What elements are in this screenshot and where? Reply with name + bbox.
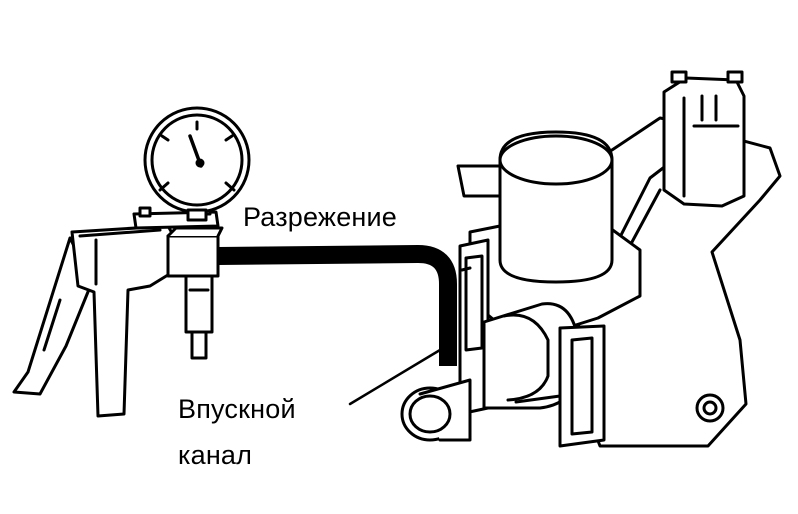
vacuum-label: Разрежение bbox=[243, 202, 398, 232]
intake-label-line1: Впускной bbox=[178, 394, 296, 424]
intake-label-line2: канал bbox=[178, 440, 253, 470]
hand-vacuum-pump bbox=[12, 204, 224, 418]
intake-leader-line bbox=[348, 348, 442, 406]
vacuum-hose bbox=[217, 245, 457, 366]
valve-assembly bbox=[400, 70, 782, 448]
vacuum-gauge bbox=[143, 106, 251, 222]
